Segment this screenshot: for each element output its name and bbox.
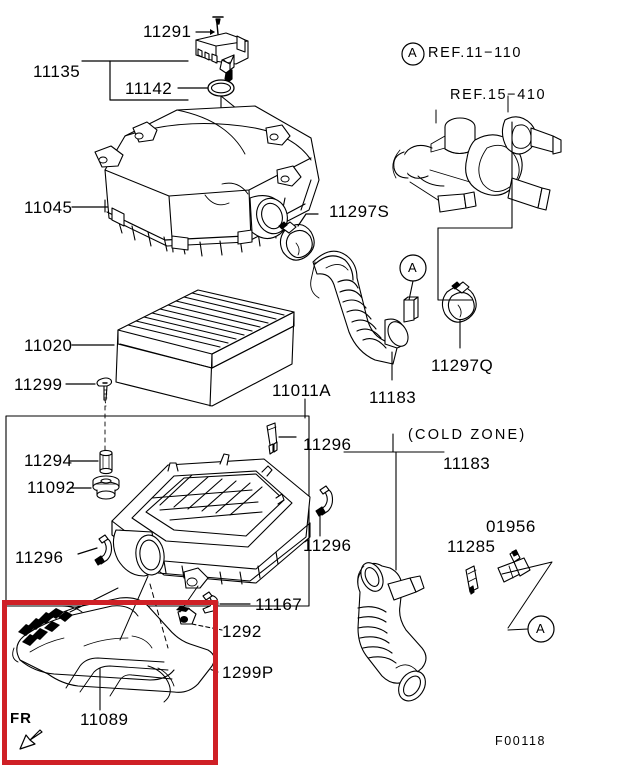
- part-label-01956[interactable]: 01956: [486, 517, 536, 536]
- part-label-11045[interactable]: 11045: [24, 198, 73, 217]
- part-11296-clip-mid-right: [315, 485, 334, 517]
- part-label-11020[interactable]: 11020: [24, 336, 73, 355]
- part-11296-clip-upper-right: [266, 422, 278, 455]
- part-11183-air-hose-upper: [310, 250, 419, 365]
- badge-a-ref-label: A: [408, 45, 418, 60]
- part-11135-maf-sensor: [195, 32, 249, 83]
- part-11142-o-ring: [207, 79, 235, 97]
- part-label-11297S[interactable]: 11297S: [329, 202, 390, 221]
- highlight-box-11089: [2, 600, 218, 765]
- part-label-11167[interactable]: 11167: [255, 595, 303, 614]
- front-direction-label: FR: [10, 710, 32, 727]
- part-11011A-air-cleaner-body: [111, 453, 311, 589]
- leader-11135: [109, 60, 189, 101]
- front-direction-arrow: [19, 729, 43, 750]
- badge-a-cold-label: A: [536, 621, 546, 636]
- part-label-11296-a[interactable]: 11296: [303, 435, 352, 454]
- part-01956-clamp: [497, 549, 531, 583]
- badge-ref-11-110-circle: [401, 42, 425, 66]
- reference-label-11-110[interactable]: REF.11−110: [428, 45, 523, 61]
- part-label-11142[interactable]: 11142: [125, 79, 173, 98]
- part-11285-clip: [465, 565, 479, 595]
- part-label-1299P[interactable]: 1299P: [222, 663, 274, 682]
- leader-01956: [501, 561, 553, 629]
- part-11291-screw: [212, 16, 224, 35]
- part-11297Q-clamp: [441, 281, 477, 323]
- sheet-code: F00118: [495, 734, 547, 748]
- leader-11183-cold: [343, 433, 445, 571]
- part-label-11296-c[interactable]: 11296: [15, 548, 64, 567]
- part-11020-air-filter: [115, 289, 295, 407]
- part-11296-clip-left: [94, 534, 113, 566]
- part-label-11285[interactable]: 11285: [447, 537, 496, 556]
- part-11183-air-hose-cold-zone: [357, 562, 427, 702]
- badge-a-hose-label: A: [408, 260, 418, 275]
- part-label-11183-top[interactable]: 11183: [369, 388, 417, 407]
- part-11092-insulator: [92, 475, 120, 500]
- part-label-11299[interactable]: 11299: [14, 375, 63, 394]
- badge-a-hose-circle: [399, 254, 427, 301]
- part-label-11092[interactable]: 11092: [27, 478, 76, 497]
- leader-11296-c: [77, 547, 98, 555]
- part-label-11297Q[interactable]: 11297Q: [431, 356, 494, 375]
- part-label-1292[interactable]: 1292: [222, 622, 262, 641]
- part-11299-screw: [96, 377, 113, 407]
- part-label-11135[interactable]: 11135: [33, 62, 81, 81]
- leader-ref-15-410: [437, 121, 513, 229]
- part-label-11291[interactable]: 11291: [143, 22, 192, 41]
- part-ref-15-410-turbocharger: [392, 116, 562, 213]
- part-11089-air-intake-duct: [12, 597, 215, 703]
- part-label-11294[interactable]: 11294: [24, 451, 73, 470]
- part-11297S-clamp: [278, 221, 315, 261]
- reference-label-15-410[interactable]: REF.15−410: [450, 87, 547, 103]
- cold-zone-label: (COLD ZONE): [408, 427, 527, 443]
- part-11045-air-cleaner-cover: [94, 105, 320, 257]
- part-label-11089[interactable]: 11089: [80, 710, 129, 729]
- part-label-11183-cold[interactable]: 11183: [443, 454, 491, 473]
- part-label-11011A[interactable]: 11011A: [272, 381, 332, 400]
- part-label-11296-b[interactable]: 11296: [303, 536, 352, 555]
- leader-11297S: [297, 213, 319, 227]
- part-1292-fastener: [176, 606, 197, 625]
- part-11294-bush: [99, 449, 113, 475]
